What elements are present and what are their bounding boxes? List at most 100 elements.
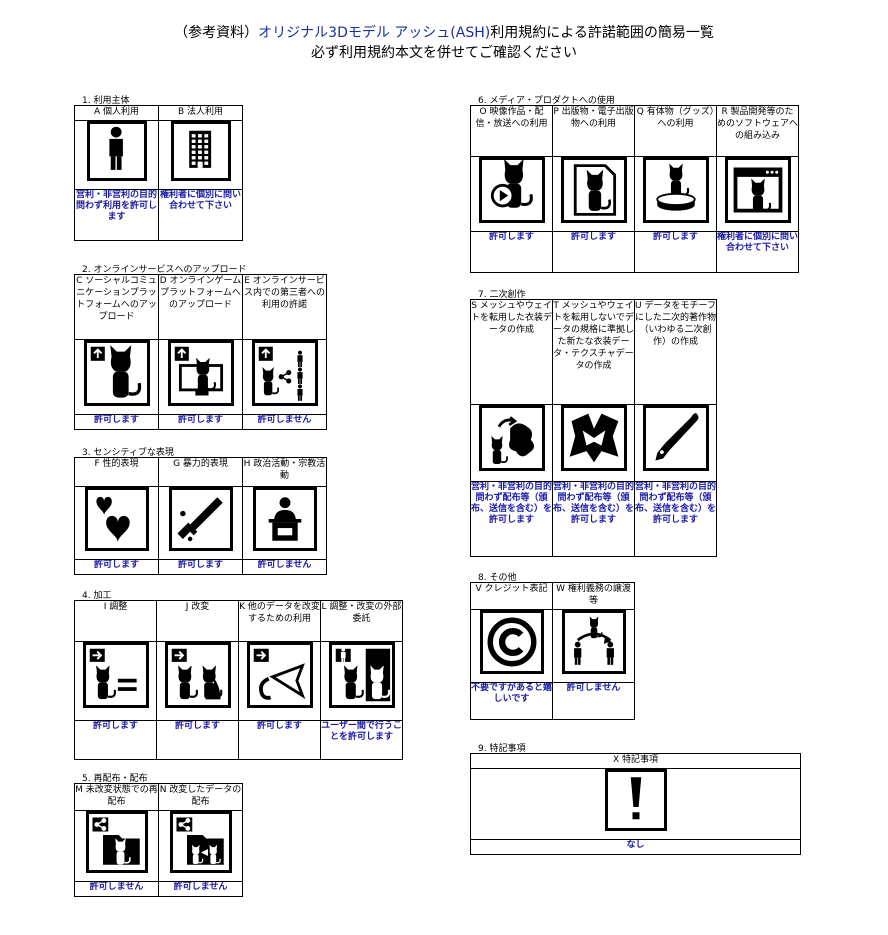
item-status: 営利・非営利の目的問わず配布等（頒布、送信を含む）を許可します [552,481,635,557]
status-row: 営利・非営利の目的問わず利用を許可します権利者に個別に問い合わせて下さい [74,189,243,241]
item-header: J 改変 [156,600,239,642]
pen-icon [642,405,709,471]
person-icon-svg [108,126,123,170]
item-image-cell [74,120,159,190]
image-row [74,810,243,882]
redistribute-icon-svg [92,817,140,865]
item-status: 営利・非営利の目的問わず配布等（頒布、送信を含む）を許可します [470,481,553,557]
item-image-cell [158,810,243,882]
building-icon-svg [188,130,211,168]
clothing-icon-svg [569,413,618,463]
goods-icon-svg [655,163,696,211]
section-label-s8: 8. その他 [478,573,517,583]
item-header: C ソーシャルコミュニケーションプラットフォームへのアップロード [74,274,159,340]
person-icon [86,121,147,181]
other-data-icon [246,642,313,708]
item-header: T メッシュやウェイトを転用しないでデータの規格に準拠した新たな衣装データ・テク… [552,299,635,405]
item-image-cell [74,339,159,415]
item-status: 営利・非営利の目的問わず利用を許可します [74,189,159,241]
item-image-cell [470,609,553,683]
exclamation-icon [604,769,667,831]
status-row: 許可します許可します許可しません [74,559,327,575]
costume-icon [478,405,545,471]
item-status: 許可します [238,720,321,760]
image-row [470,156,799,232]
section-label-s5: 5. 再配布・配布 [82,774,148,784]
item-image-cell [634,404,717,482]
distribute-modified-icon-svg [176,817,224,865]
hearts-icon [84,487,149,551]
adjust-icon-svg [89,648,137,700]
image-row [470,404,717,482]
item-header: O 映像作品・配信・放送への利用 [470,105,553,157]
item-header: N 改変したデータの配布 [158,783,243,811]
item-header: F 性的表現 [74,457,159,487]
status-row: 許可しません許可しません [74,881,243,897]
copyright-icon-svg [487,617,536,667]
item-image-cell [470,768,801,840]
item-image-cell [552,404,635,482]
transfer-icon [561,610,626,674]
status-row: 許可します許可します許可します権利者に個別に問い合わせて下さい [470,231,799,273]
pen-icon-svg [654,413,698,461]
item-status: なし [470,839,801,855]
section-label-s3: 3. センシティブな表現 [82,448,174,458]
item-status: 許可しません [242,414,327,430]
item-image-cell [74,486,159,560]
item-image-cell [74,810,159,882]
video-icon-svg [490,158,533,208]
section-label-s6: 6. メディア・プロダクトへの使用 [478,96,615,106]
item-status: 不要ですがあると嬉しいです [470,682,553,720]
section-label-s9: 9. 特記事項 [478,744,526,754]
item-status: 許可します [470,231,553,273]
item-header: R 製品開発等のためのソフトウェアへの組み込み [716,105,799,157]
item-image-cell [716,156,799,232]
upload-game-icon-svg [174,346,223,396]
item-image-cell [552,609,635,683]
item-header: D オンラインゲームプラットフォームへのアップロード [158,274,243,340]
item-image-cell [634,156,717,232]
item-status: 許可します [552,231,635,273]
share-thirdparty-icon [251,340,318,406]
outsource-icon-svg [335,647,390,702]
outsource-icon [328,642,395,708]
item-header: B 法人利用 [158,105,243,121]
status-row: 営利・非営利の目的問わず配布等（頒布、送信を含む）を許可します営利・非営利の目的… [470,481,717,557]
item-status: ユーザー間で行うことを許可します [320,720,403,760]
item-header: K 他のデータを改変するための利用 [238,600,321,642]
section-label-s7: 7. 二次創作 [478,290,526,300]
item-status: 営利・非営利の目的問わず配布等（頒布、送信を含む）を許可します [634,481,717,557]
item-image-cell [74,641,157,721]
section-table-s9: X 特記事項 なし [470,753,801,855]
podium-icon [252,487,317,551]
title-prefix: （参考資料） [174,25,259,41]
item-status: 許可します [158,559,243,575]
image-row [470,768,801,840]
page-title: （参考資料）オリジナル3Dモデル アッシュ(ASH)利用規約による許諾範囲の簡易… [0,22,888,42]
item-image-cell [320,641,403,721]
item-image-cell [158,486,243,560]
section-label-s2: 2. オンラインサービスへのアップロード [82,265,247,275]
publication-icon [560,157,627,223]
transfer-icon-svg [573,616,614,665]
modify-icon-svg [171,648,222,700]
item-status: 権利者に個別に問い合わせて下さい [158,189,243,241]
image-row [74,486,327,560]
header-row: X 特記事項 [470,753,801,769]
item-header: V クレジット表記 [470,582,553,610]
status-row: 不要ですがあると嬉しいです許可しません [470,682,635,720]
image-row [74,641,403,721]
item-header: M 未改変状態での再配布 [74,783,159,811]
item-status: 許可します [74,720,157,760]
item-header: I 調整 [74,600,157,642]
status-row: 許可します許可します許可しますユーザー間で行うことを許可します [74,720,403,760]
share-thirdparty-icon-svg [258,346,303,401]
